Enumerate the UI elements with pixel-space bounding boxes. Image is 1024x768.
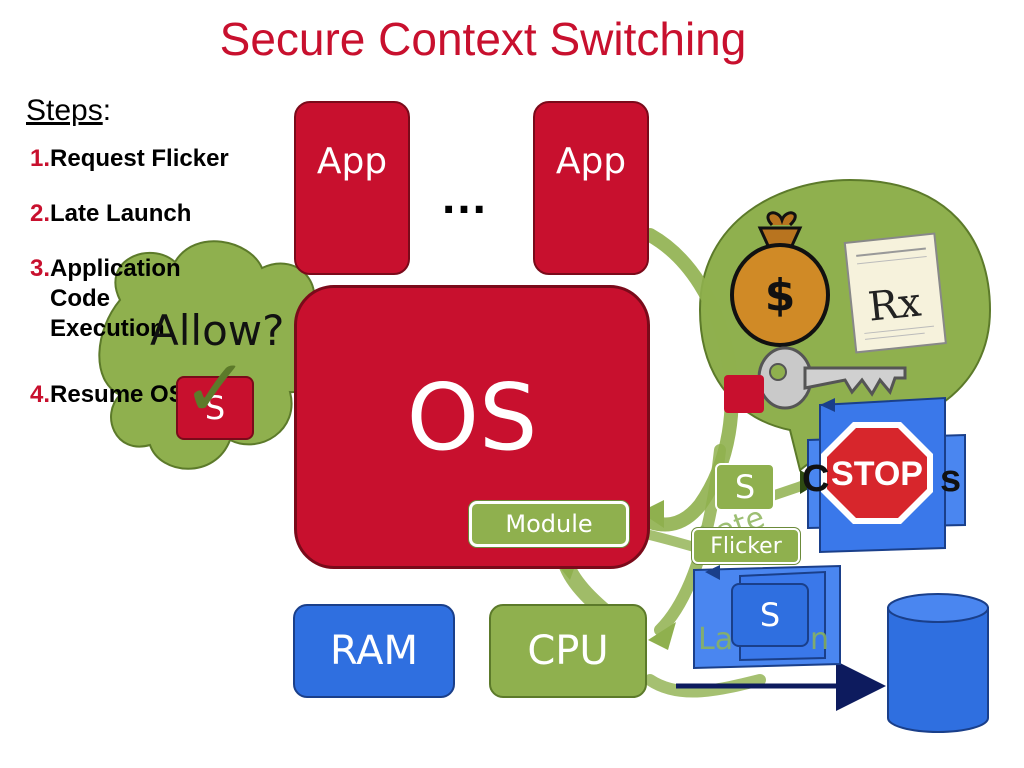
ellipsis: …: [440, 171, 490, 224]
prescription-icon: Rx: [843, 232, 947, 354]
cpu-label: CPU: [527, 628, 609, 674]
s-box-green: S: [715, 463, 775, 511]
steps-heading-label: Steps: [26, 94, 103, 127]
rx-label: Rx: [866, 279, 924, 330]
step-1: 1.Request Flicker: [30, 144, 229, 174]
ghost-la-label: La: [698, 622, 734, 657]
ram-box: RAM: [293, 604, 455, 698]
money-bag-icon: $: [730, 211, 830, 347]
key-icon: [757, 346, 907, 410]
flicker-box: Flicker: [692, 528, 800, 564]
step-number: 2.: [30, 200, 51, 227]
dollar-label: $: [765, 270, 796, 321]
slide-title: Secure Context Switching: [219, 13, 747, 65]
step-text-line: Application: [50, 255, 181, 282]
thought-cloud-left: [98, 240, 325, 470]
stop-sign-icon: STOP: [821, 422, 933, 524]
storage-cylinder-icon: [887, 593, 989, 733]
s-label: S: [759, 596, 781, 634]
flicker-label: Flicker: [710, 533, 782, 559]
checkmark-icon: ✓: [182, 342, 250, 435]
s-label: S: [734, 468, 756, 506]
cloud-s-label: S: [204, 389, 226, 427]
steps-heading-colon: :: [102, 94, 112, 127]
partial-label-right: s: [940, 458, 962, 500]
app-box-right: App: [533, 101, 649, 275]
app-label: App: [316, 141, 388, 182]
step-4: 4.Resume OS: [30, 380, 185, 410]
step-text: Resume OS: [50, 381, 185, 408]
module-label: Module: [505, 510, 593, 538]
step-number: 1.: [30, 145, 51, 172]
ram-label: RAM: [329, 628, 419, 674]
s-box-blue: S: [731, 583, 809, 647]
module-box: Module: [469, 501, 629, 547]
stop-label: STOP: [831, 455, 923, 493]
hidden-app-box: [724, 375, 764, 413]
cpu-box: CPU: [489, 604, 647, 698]
steps-heading: Steps:: [26, 94, 111, 128]
ghost-n-label: n: [810, 622, 830, 657]
step-text: Request Flicker: [50, 145, 229, 172]
app-box-left: App: [294, 101, 410, 275]
step-text-line: Execution: [50, 315, 165, 342]
cloud-allow-text: Allow?: [150, 306, 285, 355]
os-label: OS: [406, 363, 538, 471]
step-text: Late Launch: [50, 200, 192, 227]
step-number: 4.: [30, 381, 51, 408]
app-label: App: [555, 141, 627, 182]
cloud-s-box: S: [176, 376, 254, 440]
step-2: 2.Late Launch: [30, 199, 191, 229]
partial-label-left: C: [802, 458, 830, 500]
step-text-line: Code: [50, 285, 111, 312]
step-number: 3.: [30, 255, 51, 282]
